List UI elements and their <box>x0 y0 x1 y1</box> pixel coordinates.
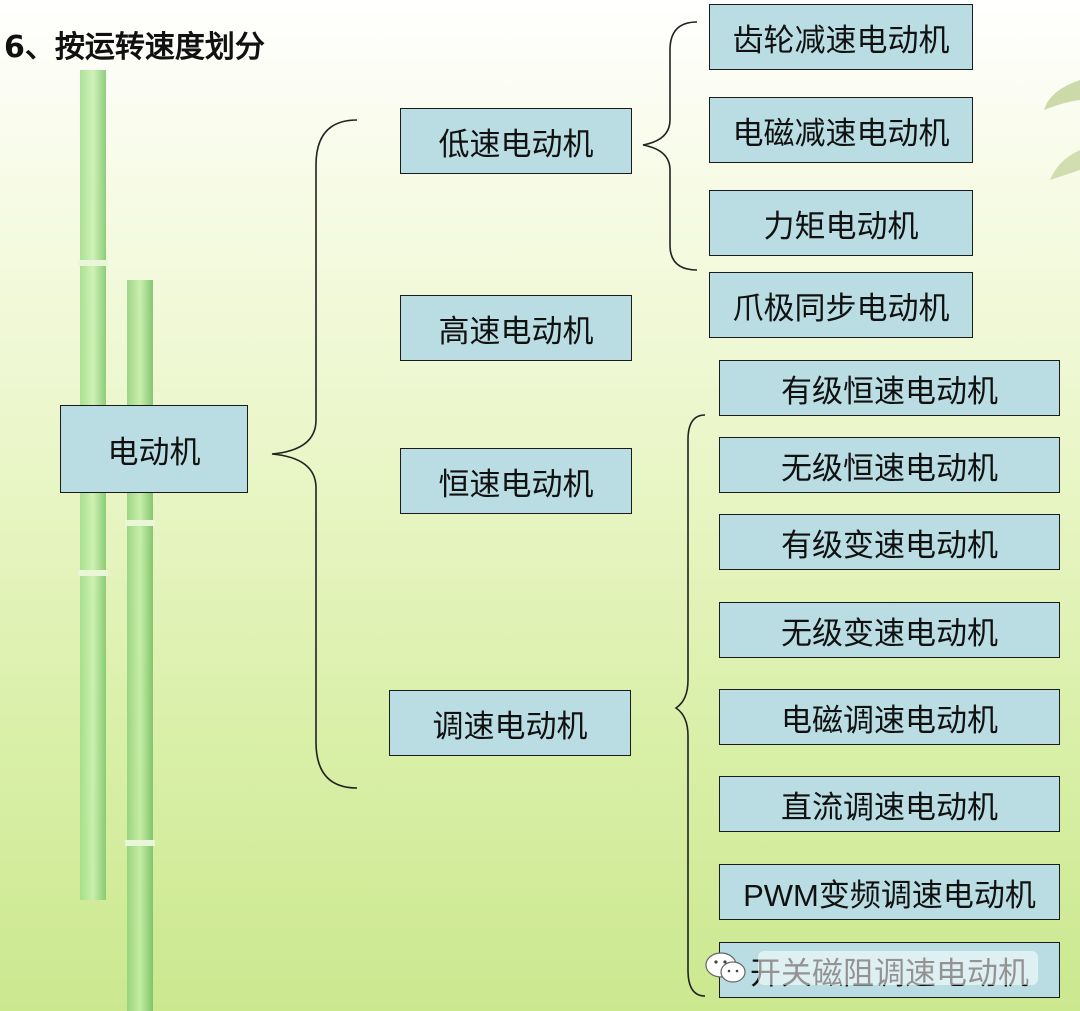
variable-item: 直流调速电动机 <box>719 776 1060 832</box>
group-constant-speed: 恒速电动机 <box>400 448 632 514</box>
variable-item: 有级变速电动机 <box>719 514 1060 570</box>
root-node: 电动机 <box>60 405 248 493</box>
low-item: 电磁减速电动机 <box>709 97 973 163</box>
variable-item: 无级恒速电动机 <box>719 437 1060 493</box>
wechat-icon <box>705 952 746 983</box>
group-high-speed: 高速电动机 <box>400 295 632 361</box>
bamboo-stalk-right <box>125 280 155 1011</box>
low-item: 力矩电动机 <box>709 190 973 256</box>
root-bracket <box>271 119 358 789</box>
variable-item: PWM变频调速电动机 <box>719 864 1060 920</box>
group-variable-speed: 调速电动机 <box>389 690 631 756</box>
group-low-speed: 低速电动机 <box>400 108 632 174</box>
variable-item: 有级恒速电动机 <box>719 360 1060 416</box>
variable-item: 电磁调速电动机 <box>719 689 1060 745</box>
watermark-blur <box>758 951 1038 985</box>
variable-bracket <box>674 414 706 997</box>
high-item: 爪极同步电动机 <box>709 272 973 338</box>
leaf-icon <box>1044 80 1080 180</box>
watermark <box>704 938 1064 998</box>
low-item: 齿轮减速电动机 <box>709 4 973 70</box>
low-bracket <box>642 21 698 271</box>
variable-item: 无级变速电动机 <box>719 602 1060 658</box>
page-title: 6、按运转速度划分 <box>4 30 265 65</box>
